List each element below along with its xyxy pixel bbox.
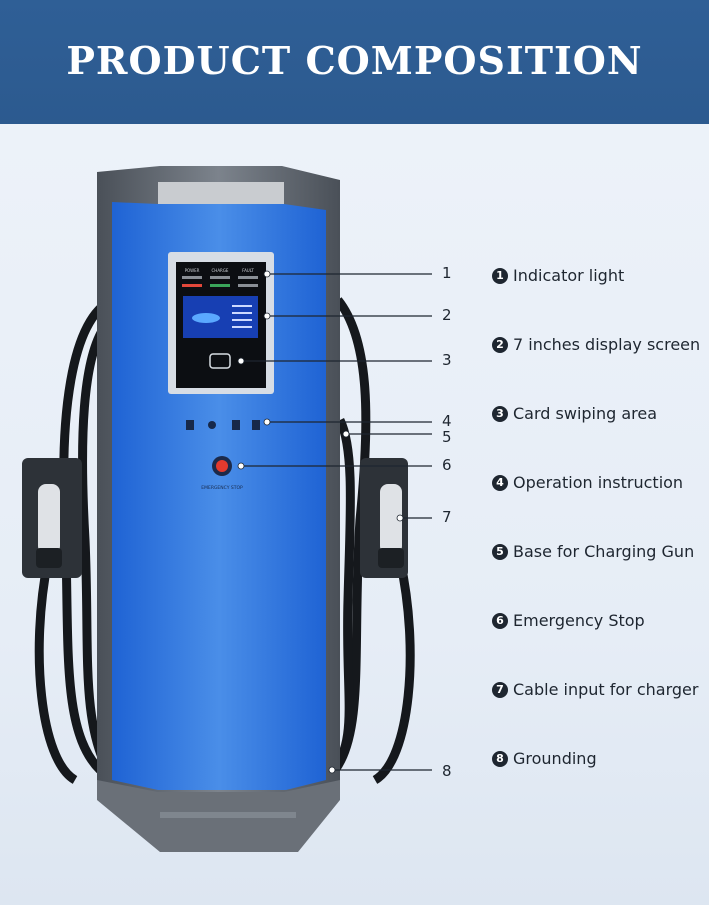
car-icon [192,313,220,323]
legend-label: Cable input for charger [513,680,699,699]
power-label: POWER [185,268,200,273]
emergency-stop-cap [216,460,228,472]
callout-number-1: 1 [442,264,452,282]
callout-number-2: 2 [442,306,452,324]
lcd-line [232,312,252,314]
callout-number-7: 7 [442,508,452,526]
header-banner: PRODUCT COMPOSITION [0,0,709,124]
legend-number: 3 [492,405,508,422]
fault-label: FAULT [242,268,254,273]
legend-label: Grounding [513,749,597,768]
legend-label: Operation instruction [513,473,684,492]
top-cap [158,182,284,204]
legend-item-indicator-light: 1 Indicator light [492,266,624,285]
emergency-stop-label: EMERGENCY STOP [201,485,243,491]
legend-item-gun-base: 5 Base for Charging Gun [492,542,694,561]
legend-item-emergency-stop: 6 Emergency Stop [492,611,645,630]
legend-item-display-screen: 2 7 inches display screen [492,335,700,354]
legend-number: 8 [492,750,508,767]
callout-number-3: 3 [442,351,452,369]
lcd-line [232,319,252,321]
lcd-line [232,326,252,328]
legend-number: 7 [492,681,508,698]
page-title: PRODUCT COMPOSITION [66,38,643,83]
legend-number: 1 [492,267,508,284]
callout-lines [241,273,432,771]
card-reader-icon [209,353,231,369]
operation-instruction-icons [186,420,260,430]
legend-item-cable-input: 7 Cable input for charger [492,680,698,699]
right-charging-gun [360,458,408,578]
lcd-line [232,305,252,307]
base-trim [160,812,296,818]
legend-number: 2 [492,336,508,353]
right-cable [326,297,415,784]
legend-number: 6 [492,612,508,629]
legend-item-card-swiping: 3 Card swiping area [492,404,657,423]
legend-label: Card swiping area [513,404,658,423]
callout-number-4: 4 [442,412,452,430]
callout-dots [237,270,404,774]
charge-label: CHARGE [212,268,229,273]
legend-number: 5 [492,543,508,560]
charger-illustration: POWER CHARGE FAULT EMERGENCY STOP [22,166,432,852]
left-charging-gun [22,458,82,578]
callout-number-5: 5 [442,428,452,446]
callout-number-8: 8 [442,762,452,780]
indicator-lights [182,276,258,287]
legend-label: Indicator light [513,266,625,285]
product-stage: POWER CHARGE FAULT EMERGENCY STOP [0,124,709,905]
legend-item-grounding: 8 Grounding [492,749,597,768]
legend-item-operation-instruction: 4 Operation instruction [492,473,683,492]
callout-number-6: 6 [442,456,452,474]
legend-label: Base for Charging Gun [513,542,695,561]
legend-number: 4 [492,474,508,491]
legend-label: 7 inches display screen [513,335,701,354]
legend-label: Emergency Stop [513,611,645,630]
